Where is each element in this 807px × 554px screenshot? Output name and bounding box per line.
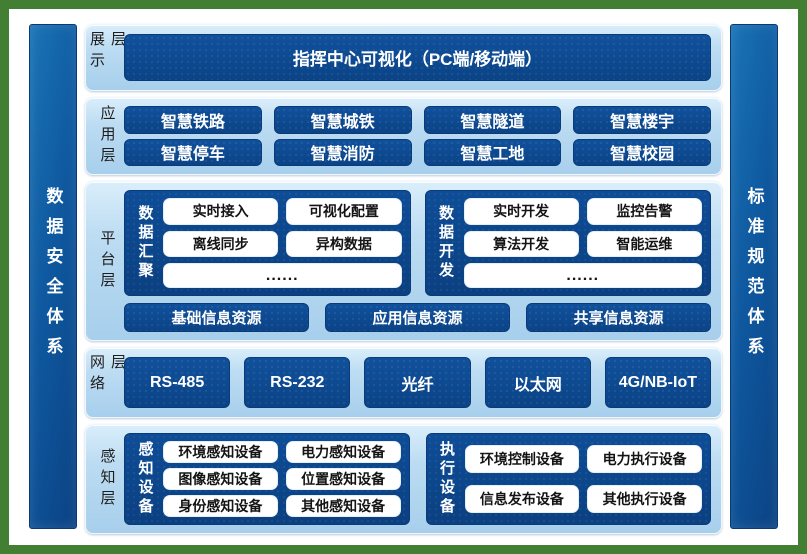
data-security-pillar: 数据安全体系 [29, 24, 77, 529]
resource-box: 基础信息资源 [124, 303, 309, 332]
sensing-devices-group: 感知设备 环境感知设备 电力感知设备 图像感知设备 位置感知设备 身份感知设备 … [124, 433, 410, 525]
sensing-device-box: 位置感知设备 [285, 468, 401, 490]
application-grid: 智慧铁路 智慧城铁 智慧隧道 智慧楼宇 智慧停车 智慧消防 智慧工地 智慧校园 [122, 104, 713, 168]
execution-device-box: 电力执行设备 [587, 445, 702, 473]
platform-item: 算法开发 [463, 230, 579, 258]
standards-pillar: 标准规范体系 [730, 24, 778, 529]
platform-item: 离线同步 [163, 230, 279, 258]
application-box: 智慧消防 [273, 138, 412, 166]
platform-more-item: ...... [163, 263, 402, 288]
execution-device-box: 信息发布设备 [464, 485, 580, 513]
execution-devices-grid: 环境控制设备 电力执行设备 信息发布设备 其他执行设备 [464, 441, 702, 517]
network-box: RS-232 [244, 357, 351, 408]
resource-box: 应用信息资源 [325, 303, 510, 332]
sensing-devices-grid: 环境感知设备 电力感知设备 图像感知设备 位置感知设备 身份感知设备 其他感知设… [163, 441, 401, 517]
application-box: 智慧校园 [573, 138, 711, 166]
layer-application: 应用层 智慧铁路 智慧城铁 智慧隧道 智慧楼宇 智慧停车 智慧消防 智慧工地 智… [85, 97, 722, 175]
network-box: 以太网 [484, 357, 591, 408]
platform-item: 实时开发 [463, 198, 579, 225]
layer-network: 网络层 RS-485 RS-232 光纤 以太网 4G/NB-IoT [85, 347, 722, 418]
execution-device-box: 环境控制设备 [464, 445, 580, 473]
execution-devices-label: 执行设备 [438, 441, 455, 517]
sensing-devices-label: 感知设备 [136, 441, 154, 517]
application-box: 智慧楼宇 [573, 106, 711, 134]
data-security-pillar-label: 数据安全体系 [43, 186, 63, 367]
execution-device-box: 其他执行设备 [587, 485, 702, 513]
sensing-device-box: 其他感知设备 [285, 495, 401, 517]
application-box: 智慧铁路 [124, 106, 262, 134]
network-box: 4G/NB-IoT [604, 357, 711, 408]
resource-row: 基础信息资源 应用信息资源 共享信息资源 [124, 303, 711, 332]
application-box: 智慧停车 [124, 138, 262, 166]
data-development-grid: 实时开发 监控告警 算法开发 智能运维 ...... [463, 198, 702, 288]
layer-application-label: 应用层 [98, 104, 116, 168]
platform-item: 监控告警 [586, 198, 702, 225]
resource-box: 共享信息资源 [526, 303, 711, 332]
sensing-device-box: 图像感知设备 [163, 468, 278, 490]
sensing-device-box: 环境感知设备 [163, 441, 278, 463]
platform-item: 实时接入 [163, 198, 279, 225]
layer-stack: 展示层 指挥中心可视化（PC端/移动端） 应用层 智慧铁路 智慧城铁 智慧隧道 … [85, 24, 722, 534]
layer-network-label: 网络层 [88, 354, 126, 396]
layer-display-content: 指挥中心可视化（PC端/移动端） [122, 31, 713, 84]
display-box: 指挥中心可视化（PC端/移动端） [124, 34, 711, 81]
sensing-device-box: 电力感知设备 [285, 441, 401, 463]
layer-perception: 感知层 感知设备 环境感知设备 电力感知设备 图像感知设备 位置感知设备 身份感… [85, 424, 722, 534]
data-development-label: 数据开发 [437, 205, 454, 281]
data-aggregation-group: 数据汇聚 实时接入 可视化配置 离线同步 异构数据 ...... [124, 190, 411, 296]
data-aggregation-grid: 实时接入 可视化配置 离线同步 异构数据 ...... [163, 198, 402, 288]
execution-devices-group: 执行设备 环境控制设备 电力执行设备 信息发布设备 其他执行设备 [425, 433, 711, 525]
sensing-device-box: 身份感知设备 [163, 495, 278, 517]
platform-content: 数据汇聚 实时接入 可视化配置 离线同步 异构数据 ...... [122, 188, 713, 334]
network-grid: RS-485 RS-232 光纤 以太网 4G/NB-IoT [122, 354, 713, 411]
layer-perception-label: 感知层 [98, 447, 116, 511]
layer-display-label: 展示层 [88, 31, 126, 73]
network-box: 光纤 [364, 357, 471, 408]
data-aggregation-label: 数据汇聚 [136, 205, 154, 281]
application-box: 智慧城铁 [273, 106, 412, 134]
platform-more-item: ...... [463, 263, 702, 288]
network-box: RS-485 [124, 357, 231, 408]
standards-pillar-label: 标准规范体系 [744, 186, 764, 367]
platform-groups: 数据汇聚 实时接入 可视化配置 离线同步 异构数据 ...... [124, 190, 711, 296]
platform-item: 可视化配置 [286, 198, 402, 225]
platform-item: 异构数据 [286, 230, 402, 258]
layer-display: 展示层 指挥中心可视化（PC端/移动端） [85, 24, 722, 91]
layer-platform: 平台层 数据汇聚 实时接入 可视化配置 离线同步 异构数据 ...... [85, 181, 722, 341]
layer-platform-label: 平台层 [98, 229, 116, 293]
architecture-diagram: 数据安全体系 展示层 指挥中心可视化（PC端/移动端） 应用层 智慧铁路 智慧城… [29, 24, 778, 534]
platform-item: 智能运维 [586, 230, 702, 258]
perception-content: 感知设备 环境感知设备 电力感知设备 图像感知设备 位置感知设备 身份感知设备 … [122, 431, 713, 527]
diagram-canvas: 数据安全体系 展示层 指挥中心可视化（PC端/移动端） 应用层 智慧铁路 智慧城… [9, 9, 798, 545]
application-box: 智慧隧道 [423, 106, 562, 134]
application-box: 智慧工地 [423, 138, 562, 166]
data-development-group: 数据开发 实时开发 监控告警 算法开发 智能运维 ...... [424, 190, 711, 296]
